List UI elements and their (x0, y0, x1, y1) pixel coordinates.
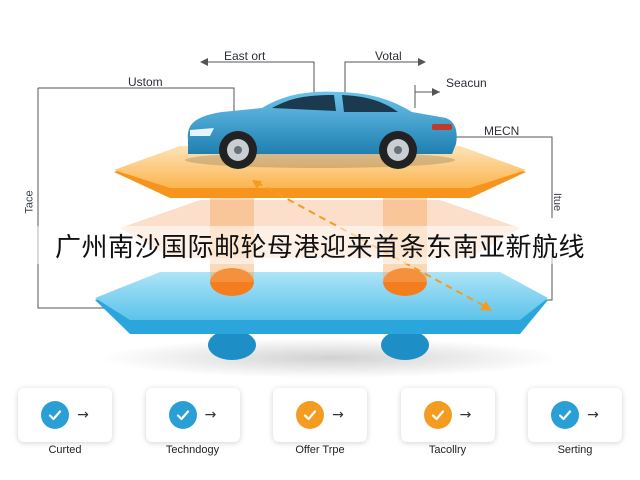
top-platform-top (114, 146, 526, 188)
check-icon (551, 401, 580, 429)
callout-east-ort: East ort (224, 49, 266, 63)
pillar-right (383, 268, 427, 296)
step-label: Curted (48, 444, 82, 456)
bottom-platform-top (95, 272, 548, 320)
step-card-offer-trpe[interactable]: → (273, 388, 367, 442)
step-card-curted[interactable]: → (18, 388, 112, 442)
bottom-platform-foot-left (208, 330, 256, 360)
pillar-left (210, 268, 254, 296)
callout-seacun: Seacun (446, 76, 487, 90)
step-label: Tacollry (428, 444, 467, 456)
step-label: Techndogy (165, 444, 220, 456)
arrow-right-icon: → (204, 407, 217, 423)
check-icon (168, 401, 197, 429)
step-card-serting[interactable]: → (528, 388, 622, 442)
headline-text: 广州南沙国际邮轮母港迎来首条东南亚新航线 (54, 232, 585, 263)
check-icon (423, 401, 452, 429)
check-icon (41, 401, 70, 429)
car-illustration (185, 91, 457, 169)
step-card-tacollry[interactable]: → (400, 388, 495, 442)
side-label-right: Itue (551, 192, 564, 212)
arrow-right-icon: → (332, 407, 344, 423)
side-label-left: Tace (23, 190, 36, 214)
arrow-right-icon: → (459, 407, 472, 423)
arrow-right-icon: → (77, 407, 89, 423)
callout-mecn: MECN (484, 124, 520, 138)
connector-arrowheads (200, 58, 440, 96)
step-label: Serting (557, 444, 593, 456)
bottom-platform-foot-right (381, 330, 429, 360)
step-card-techndogy[interactable]: → (145, 388, 240, 442)
arrow-right-icon: → (587, 407, 599, 423)
check-icon (296, 401, 325, 429)
step-cards: → → → → → (18, 388, 622, 444)
callout-votal: Votal (375, 49, 402, 63)
direction-arrow-head (480, 301, 492, 311)
bottom-platform-shadow (100, 338, 560, 378)
direction-arrow-tail (252, 180, 262, 189)
step-labels: Curted Techndogy Offer Trpe Tacollry Ser… (18, 444, 622, 456)
headline-banner: 广州南沙国际邮轮母港迎来首条东南亚新航线 (0, 226, 640, 264)
connector-lines (37, 61, 553, 309)
callout-ustom: Ustom (128, 75, 163, 89)
step-label: Offer Trpe (295, 444, 345, 456)
